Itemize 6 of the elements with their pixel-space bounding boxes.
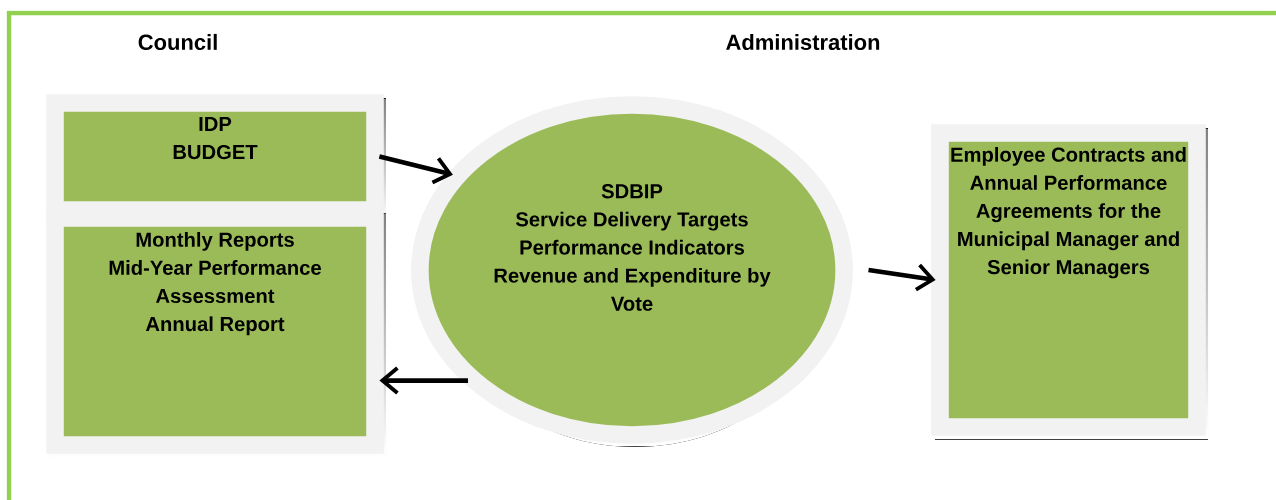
arrow [868,263,936,292]
column-heading: Council [138,33,217,51]
arrow [378,154,453,185]
process-box: Employee Contracts and Annual Performance Agreements for the Municipal Manager and Senior Managers [931,124,1208,440]
column-heading: Administration [726,33,880,51]
arrow [379,366,469,395]
